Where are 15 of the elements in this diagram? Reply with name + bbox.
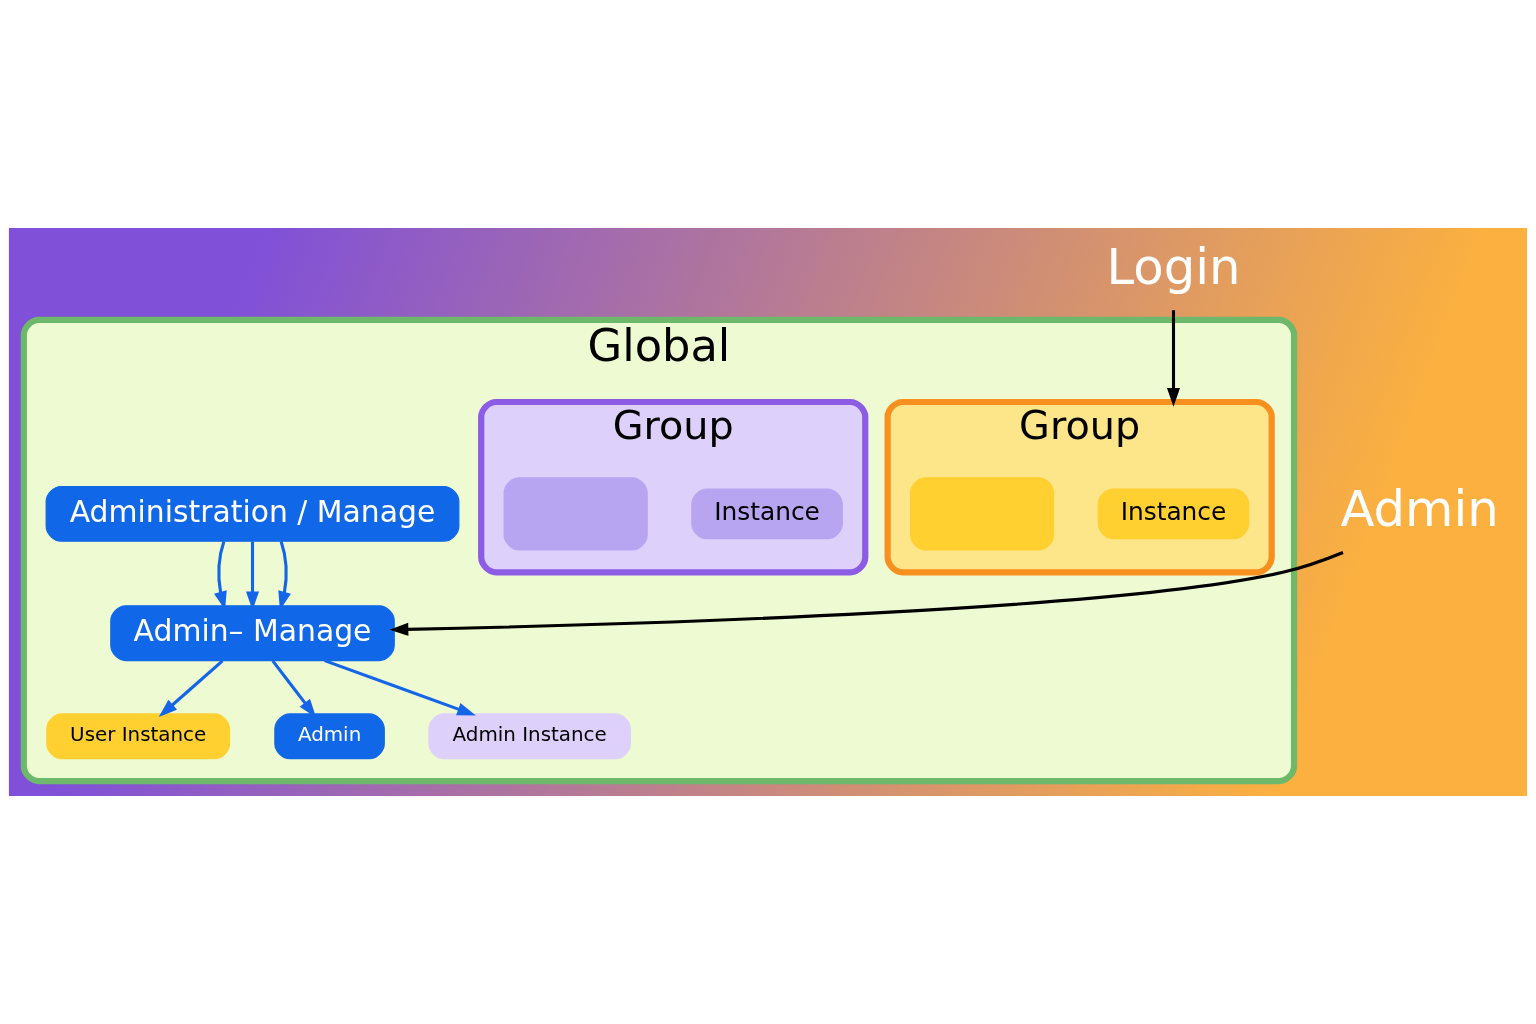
arrow	[1166, 310, 1181, 407]
node-box: User Instance	[46, 713, 231, 760]
node-box	[503, 477, 648, 551]
node-box: Admin	[274, 713, 385, 760]
node-text: Login	[1106, 237, 1241, 296]
node-box: Admin Instance	[428, 713, 631, 760]
node-box: Admin– Manage	[110, 605, 395, 662]
arrow	[324, 659, 476, 716]
node-text: Admin	[1340, 480, 1499, 539]
arrow	[158, 659, 224, 717]
node-box: Administration / Manage	[45, 485, 460, 542]
arrow	[389, 551, 1344, 636]
node-box: Instance	[691, 488, 843, 540]
node-box	[910, 477, 1055, 551]
node-box: Instance	[1097, 488, 1250, 540]
